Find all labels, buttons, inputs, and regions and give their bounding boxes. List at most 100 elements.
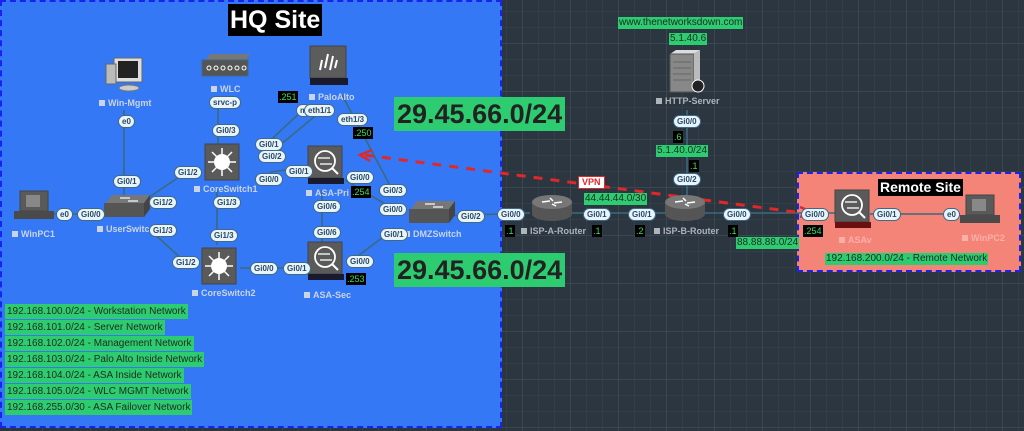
core-switch1-label: CoreSwitch1 (194, 184, 258, 194)
port-winpc1-e0[interactable]: e0 (56, 208, 73, 221)
core-switch2-node[interactable] (200, 244, 240, 291)
http-gi00-ip: .6 (673, 131, 683, 143)
user-switch-label: UserSwitch (97, 224, 149, 234)
port-ispb-gi02[interactable]: Gi0/2 (673, 173, 701, 186)
port-asasec-gi00[interactable]: Gi0/0 (346, 255, 374, 268)
hq-network-item: 192.168.103.0/24 - Palo Alto Inside Netw… (5, 352, 205, 367)
port-winpc2-e0[interactable]: e0 (943, 208, 960, 221)
asa-firewall-icon (307, 241, 344, 280)
http-server-node[interactable] (668, 48, 708, 99)
core-switch2-label: CoreSwitch2 (192, 288, 256, 298)
port-asapri-gi01[interactable]: Gi0/1 (285, 165, 313, 178)
hq-network-item: 192.168.104.0/24 - ASA Inside Network (5, 368, 184, 383)
port-dmz-gi03[interactable]: Gi0/3 (379, 184, 407, 197)
port-ispa-gi01[interactable]: Gi0/1 (583, 208, 611, 221)
port-cs1-gi13[interactable]: Gi1/3 (213, 196, 241, 209)
asa-pri-ip: .254 (351, 186, 371, 198)
isp-b-router-node[interactable] (663, 193, 707, 228)
router-icon (532, 195, 572, 221)
port-asapri-gi00[interactable]: Gi0/0 (346, 171, 374, 184)
layer3-switch-icon (204, 143, 240, 181)
isp-link-network-label: 44.44.44.0/30 (584, 193, 648, 205)
port-cs2-gi00[interactable]: Gi0/0 (250, 262, 278, 275)
hq-site-title: HQ Site (228, 4, 323, 36)
port-cs2-gi13[interactable]: Gi1/3 (210, 229, 238, 242)
pc-icon (14, 190, 54, 219)
hq-network-item: 192.168.105.0/24 - WLC MGMT Network (5, 384, 191, 399)
port-dmz-gi01[interactable]: Gi0/1 (380, 228, 408, 241)
link-pa-eth13-dmz (341, 94, 396, 196)
outside-network-label-top: 29.45.66.0/24 (394, 97, 566, 131)
firewall-icon (309, 45, 348, 85)
winpc2-node[interactable] (958, 193, 1000, 230)
port-http-gi00[interactable]: Gi0/0 (673, 115, 701, 128)
winpc1-label: WinPC1 (12, 229, 55, 239)
palo-alto-node[interactable] (308, 44, 350, 91)
remote-lan-label: 192.168.200.0/24 - Remote Network (825, 253, 989, 265)
hq-network-item: 192.168.100.0/24 - Workstation Network (5, 304, 188, 319)
port-asapri-gi06[interactable]: Gi0/6 (313, 200, 341, 213)
asa-firewall-icon (307, 145, 344, 184)
vpn-arrow-left-icon (357, 148, 373, 163)
ispa-gi01-ip: .1 (592, 225, 602, 237)
switch-icon (104, 195, 150, 217)
pc-icon (960, 194, 1000, 223)
core-switch1-node[interactable] (203, 140, 243, 187)
http-server-label: HTTP-Server (656, 96, 720, 106)
wlc-node[interactable] (200, 52, 252, 85)
isp-a-router-label: ISP-A-Router (521, 226, 586, 236)
asa-firewall-icon (834, 189, 871, 228)
port-ispa-gi00[interactable]: Gi0/0 (497, 208, 525, 221)
hq-network-item: 192.168.102.0/24 - Management Network (5, 336, 194, 351)
pa-eth13-ip: .250 (353, 127, 373, 139)
port-us-gi01[interactable]: Gi0/1 (113, 175, 141, 188)
asa-sec-node[interactable] (306, 240, 346, 289)
server-ip-label: 5.1.40.6 (669, 33, 708, 45)
remote-wan-network-label: 88.88.88.0/24 (736, 237, 800, 249)
port-dmz-gi00[interactable]: Gi0/0 (379, 203, 407, 216)
port-dmz-gi02[interactable]: Gi0/2 (457, 210, 485, 223)
asa-pri-node[interactable] (306, 144, 346, 193)
website-label: www.thenetworksdown.com (618, 17, 744, 29)
port-cs1-gi00[interactable]: Gi0/0 (255, 173, 283, 186)
port-ispb-gi00[interactable]: Gi0/0 (723, 208, 751, 221)
isp-a-router-node[interactable] (530, 193, 574, 228)
ispa-gi00-ip: .1 (505, 225, 515, 237)
winpc1-node[interactable] (12, 189, 54, 226)
port-cs1-gi03[interactable]: Gi0/3 (212, 124, 240, 137)
asa-sec-ip: .253 (346, 273, 366, 285)
dmz-switch-node[interactable] (405, 197, 457, 232)
port-us-gi13[interactable]: Gi1/3 (149, 224, 177, 237)
port-winmgmt-e0[interactable]: e0 (118, 115, 135, 128)
port-asav-gi01[interactable]: Gi0/1 (873, 208, 901, 221)
asav-node[interactable] (833, 188, 873, 237)
hq-network-item: 192.168.255.0/30 - ASA Failover Network (5, 400, 193, 415)
pa-mgmt-ip: .251 (278, 91, 298, 103)
port-cs1-gi02[interactable]: Gi0/2 (258, 150, 286, 163)
wlc-label: WLC (211, 84, 241, 94)
remote-site-title: Remote Site (878, 179, 963, 196)
port-asasec-gi06[interactable]: Gi0/6 (313, 226, 341, 239)
wireless-controller-icon (201, 54, 250, 77)
server-icon (669, 50, 705, 93)
switch-icon (409, 201, 455, 223)
dmz-switch-label: DMZSwitch (404, 229, 462, 239)
win-mgmt-node[interactable] (104, 56, 146, 99)
outside-network-label-bottom: 29.45.66.0/24 (394, 253, 566, 287)
asa-sec-label: ASA-Sec (304, 290, 351, 300)
port-pa-eth11[interactable]: eth1/1 (304, 104, 336, 117)
port-cs1-gi12[interactable]: Gi1/2 (174, 166, 202, 179)
port-ispb-gi01[interactable]: Gi0/1 (628, 208, 656, 221)
port-asasec-gi01[interactable]: Gi0/1 (283, 262, 311, 275)
port-wlc-srvcp[interactable]: srvc-p (209, 96, 242, 109)
layer3-switch-icon (201, 247, 237, 285)
user-switch-node[interactable] (100, 191, 152, 226)
port-asav-gi00[interactable]: Gi0/0 (801, 208, 829, 221)
ispb-gi01-ip: .2 (635, 225, 645, 237)
port-us-gi12[interactable]: Gi1/2 (149, 196, 177, 209)
palo-alto-label: PaloAlto (309, 92, 355, 102)
port-pa-eth13[interactable]: eth1/3 (337, 113, 369, 126)
win-mgmt-label: Win-Mgmt (99, 98, 151, 108)
port-cs2-gi12[interactable]: Gi1/2 (172, 256, 200, 269)
port-us-gi00[interactable]: Gi0/0 (77, 208, 105, 221)
